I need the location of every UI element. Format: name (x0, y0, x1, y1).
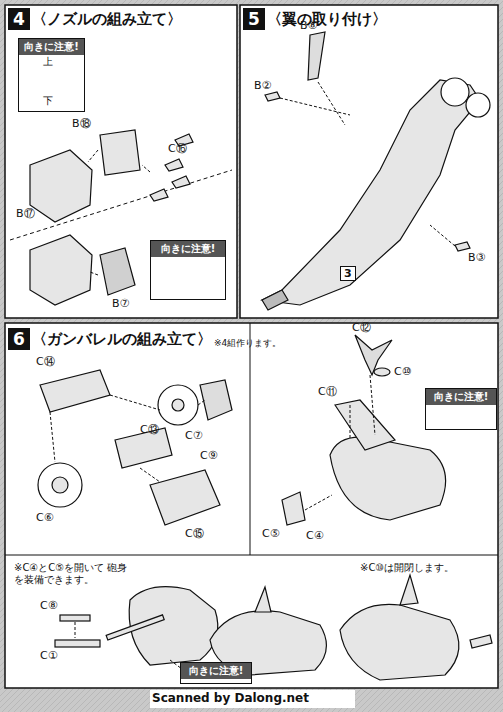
part-number: 3 (340, 266, 356, 281)
step-title: 〈ガンバレルの組み立て〉 (32, 330, 212, 349)
step-number: 4 (8, 8, 30, 30)
caution-label: 向きに注意! (181, 663, 251, 679)
callout-number: B② (254, 80, 271, 93)
caution-box: 向きに注意!上下 (18, 38, 85, 112)
part-box: 3 (340, 262, 356, 281)
caution-box: 向きに注意! (150, 240, 226, 300)
step-title: 〈ノズルの組み立て〉 (32, 10, 182, 29)
callout-number: C⑧ (40, 600, 58, 613)
callout-number: B③ (468, 252, 485, 265)
callout-number: C⑬ (140, 424, 159, 437)
watermark: Scanned by Dalong.net (152, 692, 309, 706)
callout-number: B⑰ (16, 208, 35, 221)
callout-number: B⑧ (300, 20, 317, 33)
callout-number: B⑱ (72, 118, 91, 131)
callout-number: C⑨ (200, 450, 218, 463)
callout-number: C⑦ (185, 430, 203, 443)
caution-label: 向きに注意! (19, 39, 84, 55)
callout-number: C④ (306, 530, 324, 543)
callout-number: C⑮ (185, 528, 204, 541)
step-note: ※4組作ります。 (214, 337, 281, 350)
callout-number: C⑫ (352, 322, 371, 335)
direction-mark: 上 (43, 55, 53, 69)
callout-number: C⑥ (36, 512, 54, 525)
callout-number: C⑭ (36, 356, 55, 369)
caution-label: 向きに注意! (426, 389, 496, 405)
note-text: ※C⑩は開閉します。 (360, 562, 454, 574)
step-number: 6 (8, 328, 30, 350)
step-number: 5 (243, 8, 265, 30)
callout-number: C⑩ (394, 366, 412, 379)
callout-number: B⑦ (112, 298, 129, 311)
note-text: ※C④とC⑤を開いて 砲身を装備できます。 (14, 562, 134, 585)
step-title: 〈翼の取り付け〉 (267, 10, 387, 29)
callout-number: C⑯ (168, 143, 187, 156)
callout-number: C① (40, 650, 58, 663)
step-heading: 6〈ガンバレルの組み立て〉※4組作ります。 (8, 328, 281, 350)
step-heading: 4〈ノズルの組み立て〉 (8, 8, 182, 30)
caution-box: 向きに注意! (180, 662, 252, 684)
callout-number: C⑪ (318, 386, 337, 399)
callout-number: C⑤ (262, 528, 280, 541)
caution-label: 向きに注意! (151, 241, 225, 257)
direction-mark: 下 (43, 94, 53, 108)
caution-box: 向きに注意! (425, 388, 497, 430)
